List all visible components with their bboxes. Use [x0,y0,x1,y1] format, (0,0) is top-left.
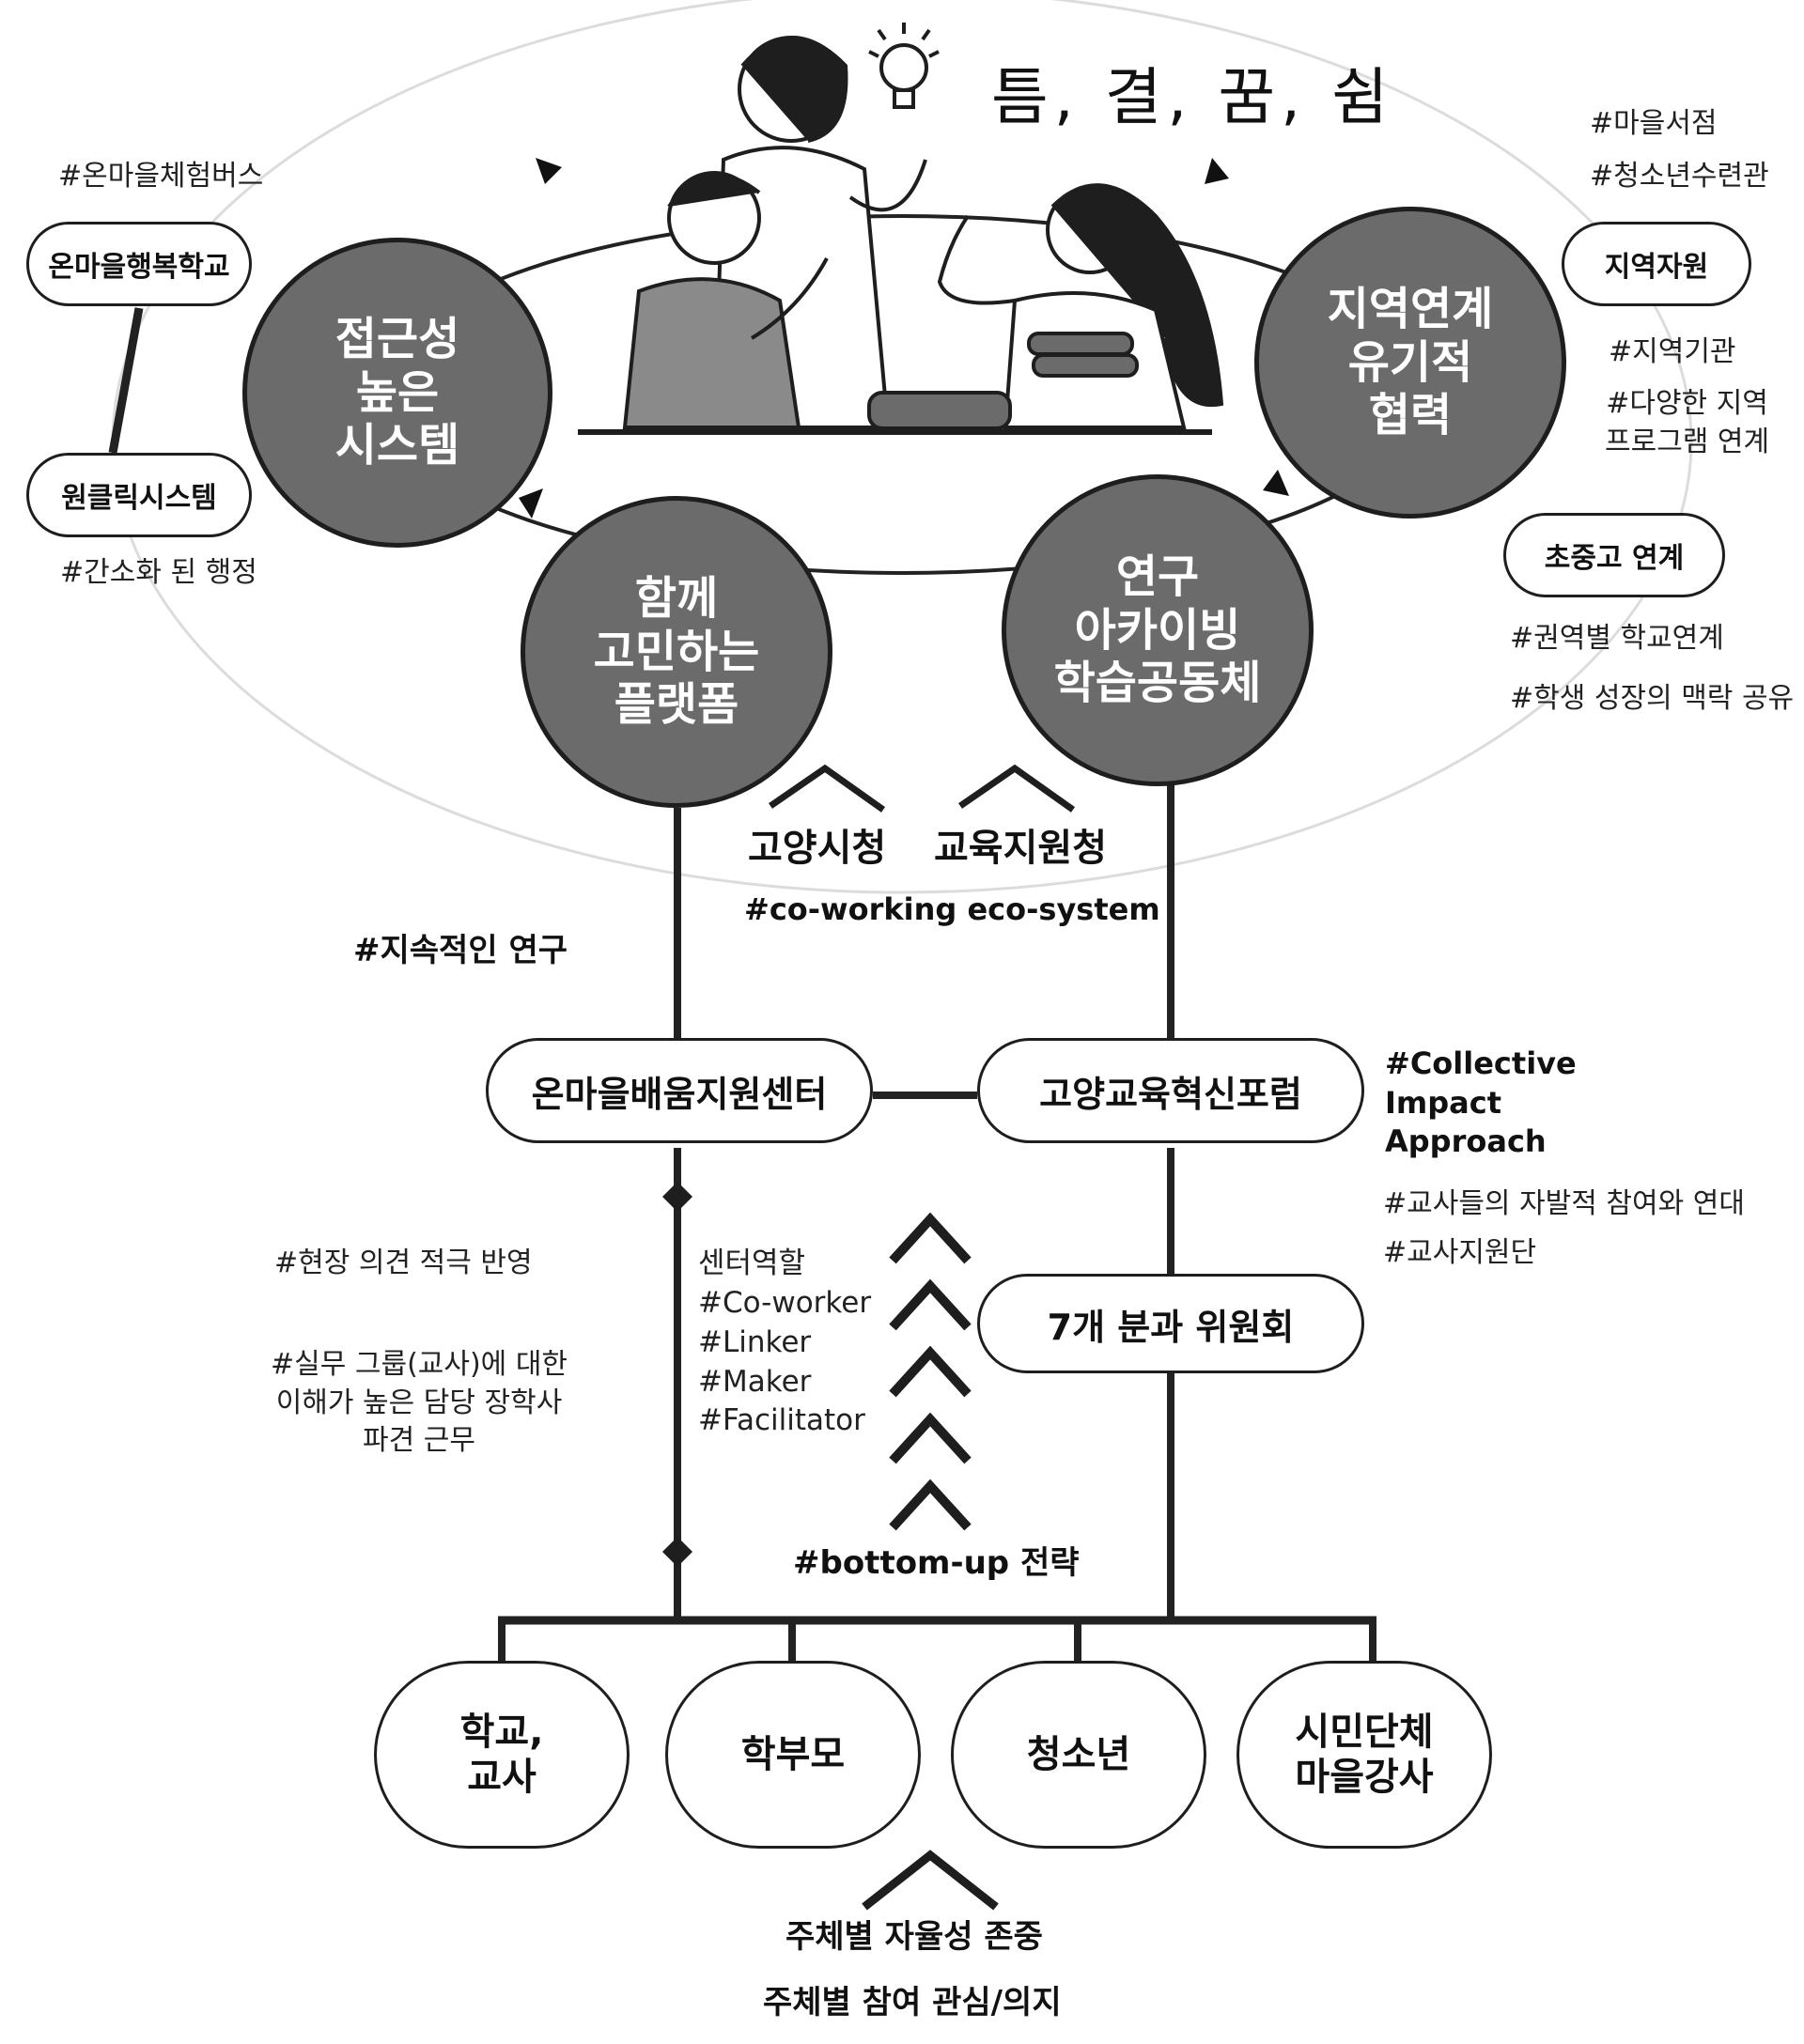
footer-chevron-icon [862,1850,999,1911]
pill-learning-support-center: 온마을배움지원센터 [486,1038,873,1143]
label-education-office: 교육지원청 [934,827,1107,870]
tag-village-bookstore: #마을서점 [1590,107,1718,140]
tag-sustained-research: #지속적인 연구 [353,932,568,969]
bottom-up-chevrons-icon [889,1212,972,1531]
illustration [578,23,1224,435]
pill-village-school: 온마을행복학교 [26,222,252,306]
left-pill-connector [108,307,144,454]
pill-committees: 7개 분과 위원회 [977,1274,1364,1373]
tag-field-opinion: #현장 의견 적극 반영 [274,1247,533,1279]
pill-one-click-system: 원클릭시스템 [26,453,252,537]
tag-bottom-up: #bottom-up 전략 [793,1544,1080,1582]
pill-local-resources: 지역자원 [1562,222,1751,306]
chevron-edu-icon [958,764,1076,813]
tag-collective-impact: #Collective Impact Approach [1385,1045,1577,1160]
diamond-top-icon [662,1182,692,1212]
chevron-city-icon [769,764,886,813]
tag-zone-school-link: #권역별 학교연계 [1510,622,1724,655]
tag-youth-center: #청소년수련관 [1590,160,1769,193]
footer-participation: 주체별 참여 관심/의지 [763,1984,1062,2021]
circle-access-system: 접근성 높은 시스템 [242,238,552,548]
pill-school-levels-link: 초중고 연계 [1503,513,1725,597]
footer-autonomy: 주체별 자율성 존중 [785,1918,1043,1956]
circle-regional-cooperation: 지역연계 유기적 협력 [1254,207,1566,519]
tag-simplified-admin: #간소화 된 행정 [60,556,257,589]
pill-innovation-forum: 고양교육혁신포럼 [977,1038,1364,1143]
tag-teacher-support: #교사지원단 [1383,1236,1537,1269]
tag-coworking: #co-working eco-system [744,891,1160,927]
center-roles: 센터역할 #Co-worker #Linker #Maker #Facilita… [698,1247,872,1438]
tag-experience-bus: #온마을체험버스 [58,160,264,193]
tag-local-programs: #다양한 지역 프로그램 연계 [1605,387,1770,458]
cycle-arrow-right [1263,470,1289,496]
cycle-arrow-top-right [1205,158,1229,184]
circle-platform: 함께 고민하는 플랫폼 [521,496,832,808]
box-parents: 학부모 [665,1661,921,1849]
box-civic-groups: 시민단체 마을강사 [1236,1661,1492,1849]
cycle-arrow-left [519,488,543,519]
tag-supervisor-dispatch: #실무 그룹(교사)에 대한 이해가 높은 담당 장학사 파견 근무 [271,1348,568,1457]
box-school-teacher: 학교, 교사 [374,1661,630,1849]
tag-local-agency: #지역기관 [1609,335,1736,368]
tag-growth-context: #학생 성장의 맥락 공유 [1510,682,1795,715]
cycle-arrow-top-left [536,158,562,184]
diamond-bottom-icon [662,1537,692,1567]
tag-teacher-participation: #교사들의 자발적 참여와 연대 [1383,1187,1745,1220]
title: 틈, 결, 꿈, 쉼 [991,61,1394,133]
box-youth: 청소년 [951,1661,1206,1849]
circle-research-community: 연구 아카이빙 학습공동체 [1002,474,1314,786]
label-goyang-city: 고양시청 [748,827,887,870]
